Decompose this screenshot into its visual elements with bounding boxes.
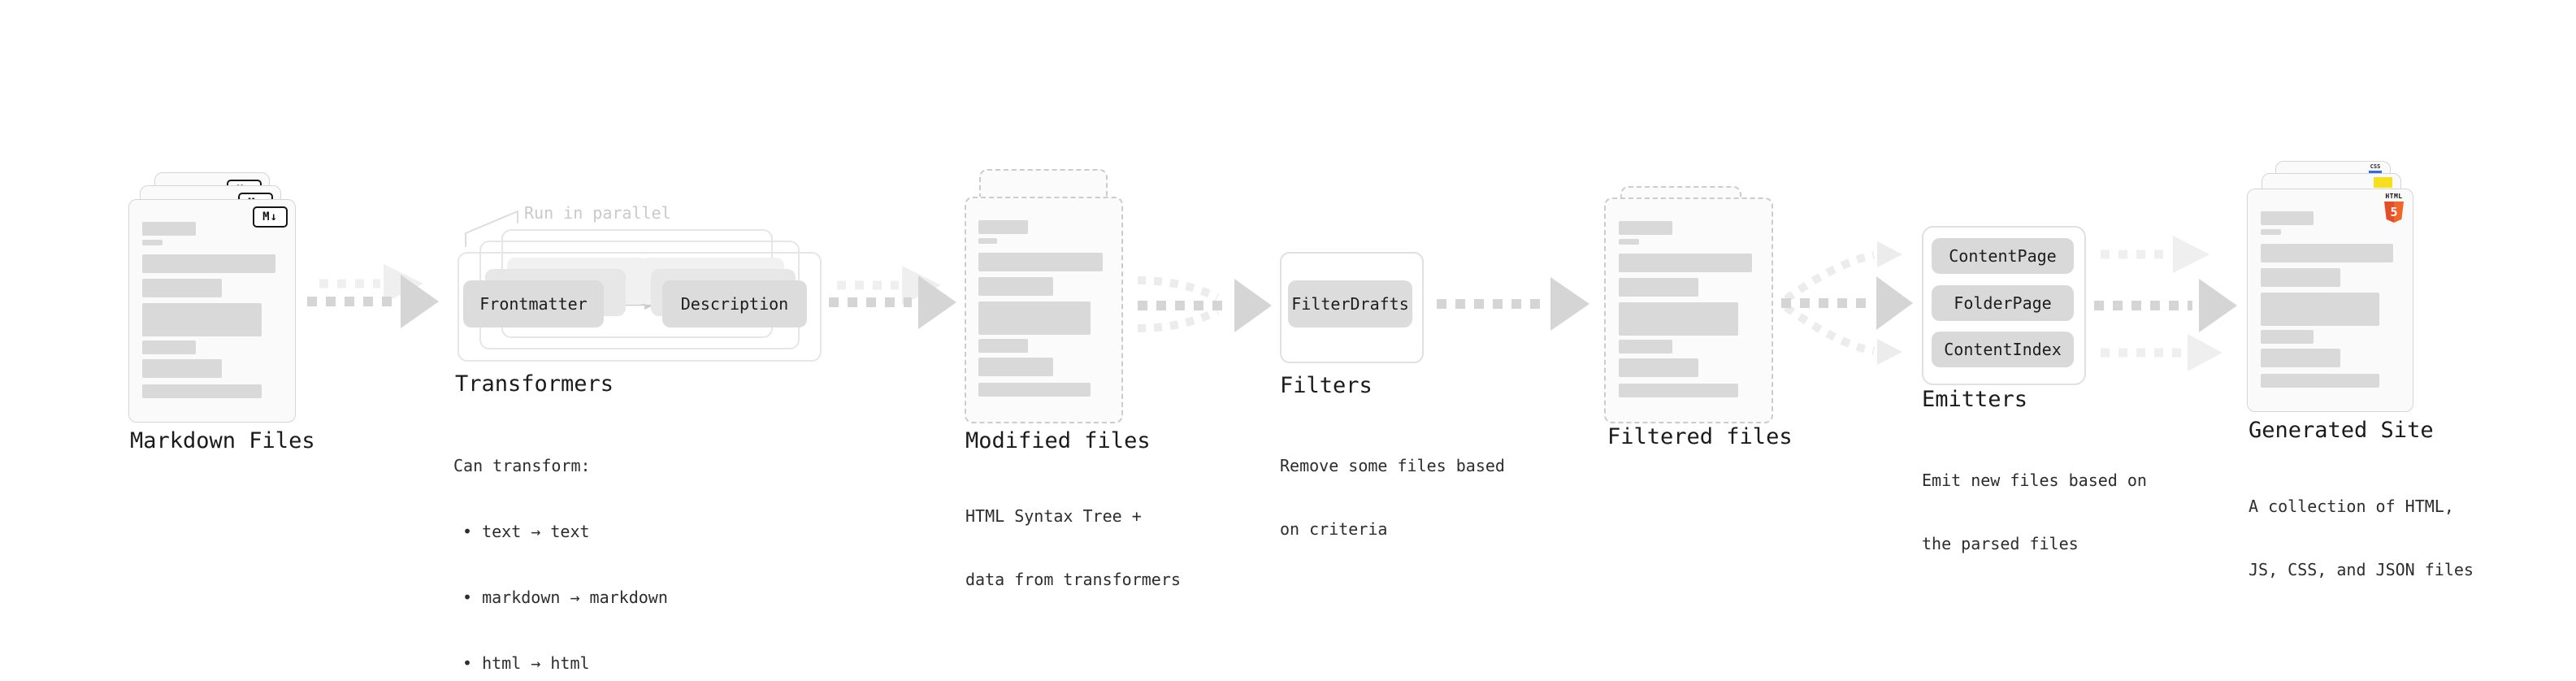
js-file-icon — [2374, 177, 2392, 188]
desc-line: the parsed files — [1922, 534, 2079, 553]
modified-files-label: Modified files — [965, 428, 1151, 453]
markdown-files-label: Markdown Files — [130, 428, 315, 453]
skeleton-bar — [978, 383, 1091, 397]
generated-site-label: Generated Site — [2249, 418, 2434, 443]
modified-page-front — [965, 197, 1123, 423]
arrow-markdown-to-transformers — [307, 264, 439, 328]
skeleton-bar — [2261, 349, 2340, 367]
transformer-frontmatter-box: Frontmatter — [463, 280, 604, 327]
generated-site-description: A collection of HTML, JS, CSS, and JSON … — [2249, 453, 2474, 622]
skeleton-bar — [1619, 358, 1699, 377]
skeleton-bar — [978, 238, 998, 244]
transformer-outline-front — [458, 252, 822, 362]
skeleton-bar — [1619, 254, 1752, 272]
arrow-transformers-to-modified — [829, 266, 956, 329]
html5-number: 5 — [2390, 205, 2398, 219]
desc-line: Emit new files based on — [1922, 471, 2147, 490]
skeleton-bar — [1619, 340, 1672, 354]
skeleton-bar — [1619, 221, 1672, 235]
desc-line: Remove some files based — [1280, 456, 1505, 475]
arrow-filters-to-filtered — [1437, 277, 1589, 331]
skeleton-bar — [1619, 302, 1739, 336]
transformers-description: Can transform: • text → text • markdown … — [453, 411, 668, 681]
emitter-contentindex-box: ContentIndex — [1932, 332, 2074, 367]
emitters-label: Emitters — [1922, 387, 2028, 412]
skeleton-bar — [142, 254, 275, 273]
skeleton-bar — [2261, 211, 2314, 225]
skeleton-bar — [1619, 239, 1639, 245]
transformers-label: Transformers — [455, 371, 614, 397]
desc-line: on criteria — [1280, 519, 1388, 539]
markdown-page-front: M↓ — [128, 199, 296, 423]
emitters-description: Emit new files based on the parsed files — [1922, 427, 2147, 596]
skeleton-bar — [1619, 384, 1739, 397]
filtered-files-label: Filtered files — [1607, 424, 1793, 449]
run-in-parallel-annotation: Run in parallel — [524, 203, 671, 223]
filter-filterdrafts-box: FilterDrafts — [1288, 280, 1412, 327]
html5-icon: HTML 5 — [2382, 193, 2406, 223]
skeleton-bar — [2261, 293, 2380, 326]
skeleton-bar — [1619, 278, 1699, 297]
arrow-modified-to-filters — [1137, 276, 1272, 332]
emitter-contentpage-box: ContentPage — [1932, 238, 2074, 274]
filters-description: Remove some files based on criteria — [1280, 413, 1505, 582]
skeleton-bar — [978, 301, 1091, 335]
skeleton-bar — [978, 339, 1029, 353]
skeleton-bar — [142, 279, 223, 297]
html5-shield: 5 — [2384, 202, 2404, 223]
skeleton-bar — [142, 359, 223, 378]
run-in-parallel-callout-line — [465, 210, 518, 247]
css-icon-label: CSS — [2370, 163, 2381, 170]
desc-line: • markdown → markdown — [462, 588, 668, 607]
skeleton-bar — [978, 253, 1104, 271]
css-file-icon: CSS — [2367, 163, 2383, 173]
skeleton-bar — [142, 222, 196, 236]
desc-line: • text → text — [462, 522, 590, 541]
skeleton-bar — [2261, 244, 2393, 262]
skeleton-bar — [2261, 268, 2340, 287]
skeleton-bar — [978, 358, 1053, 376]
arrow-emitters-to-generated — [2094, 236, 2237, 371]
desc-line: Can transform: — [453, 456, 591, 475]
skeleton-bar — [978, 220, 1029, 234]
generated-page-html: HTML 5 — [2247, 189, 2413, 412]
filtered-page-front — [1604, 197, 1773, 423]
desc-line: • html → html — [462, 653, 590, 673]
skeleton-bar — [142, 303, 262, 336]
skeleton-bar — [142, 340, 196, 354]
desc-line: data from transformers — [965, 570, 1181, 589]
transformer-description-box: Description — [662, 280, 807, 327]
desc-line: JS, CSS, and JSON files — [2249, 560, 2474, 579]
emitter-folderpage-box: FolderPage — [1932, 285, 2074, 321]
arrow-filtered-to-emitters — [1781, 241, 1913, 365]
desc-line: HTML Syntax Tree + — [965, 506, 1142, 526]
skeleton-bar — [142, 240, 163, 245]
skeleton-bar — [142, 384, 262, 398]
markdown-icon: M↓ — [253, 206, 288, 228]
modified-files-description: HTML Syntax Tree + data from transformer… — [965, 463, 1181, 632]
html5-icon-label: HTML — [2385, 193, 2403, 200]
skeleton-bar — [2261, 374, 2380, 388]
css-icon-underline — [2369, 171, 2382, 173]
filters-label: Filters — [1280, 373, 1373, 398]
skeleton-bar — [2261, 330, 2314, 344]
skeleton-bar — [2261, 229, 2281, 235]
skeleton-bar — [978, 277, 1053, 296]
desc-line: A collection of HTML, — [2249, 497, 2454, 516]
